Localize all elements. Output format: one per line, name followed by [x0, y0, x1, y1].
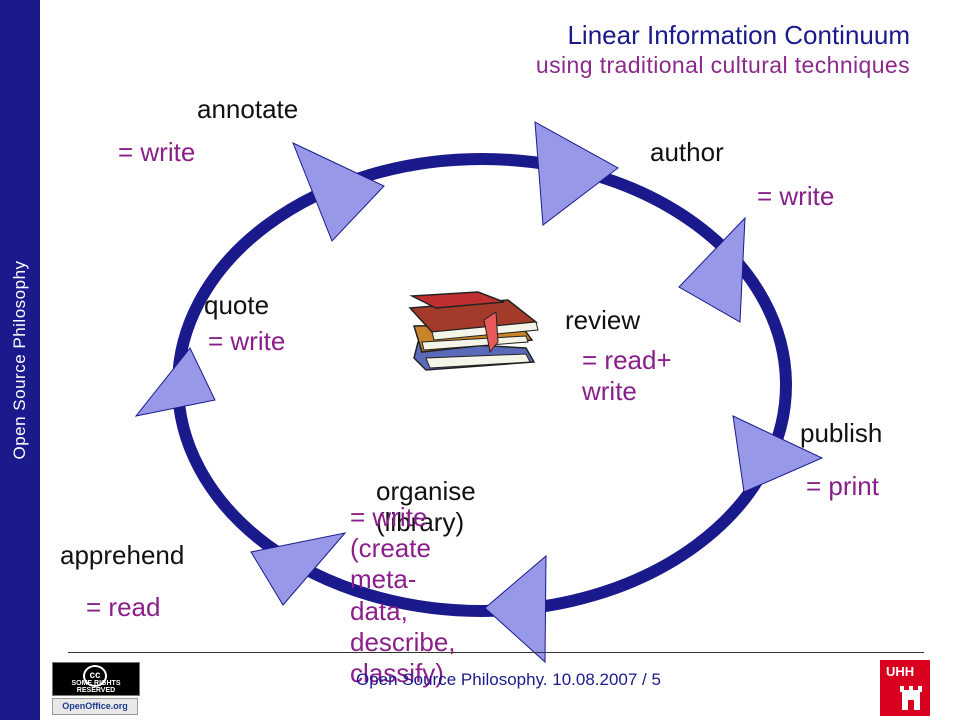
stage-quote-action: = write: [208, 326, 286, 356]
footer-divider: [68, 652, 924, 653]
stage-review-label: review: [565, 305, 641, 335]
creative-commons-logo: cc SOME RIGHTS RESERVED: [52, 662, 140, 696]
arrow-annotate-icon: [292, 142, 385, 242]
cc-icon: cc: [83, 665, 107, 687]
slide-subtitle: using traditional cultural techniques: [535, 52, 910, 78]
stage-annotate-label: annotate: [197, 94, 299, 124]
university-logo-text: UHH: [886, 664, 915, 679]
openoffice-logo: OpenOffice.org: [52, 698, 138, 715]
castle-icon: [900, 686, 922, 710]
stage-publish-label: publish: [800, 418, 883, 448]
arrow-author-right-icon: [678, 216, 746, 323]
stage-author-action: = write: [757, 181, 835, 211]
books-icon: [408, 291, 539, 371]
stage-author-label: author: [650, 137, 724, 167]
cc-badge-text: SOME RIGHTS RESERVED: [71, 680, 121, 694]
stage-publish-action: = print: [806, 471, 879, 501]
arrow-publish-icon: [732, 415, 824, 493]
arrow-apprehend-icon: [250, 532, 347, 606]
stage-annotate-action: = write: [118, 137, 196, 167]
footer-text: Open Source Philosophy. 10.08.2007 / 5: [356, 670, 661, 689]
arrow-quote-icon: [134, 347, 216, 417]
stage-apprehend-label: apprehend: [60, 540, 185, 570]
sidebar: Open Source Philosophy: [0, 0, 40, 720]
stage-apprehend-action: = read: [86, 592, 161, 622]
slide-title: Linear Information Continuum: [567, 20, 910, 50]
stage-organise-label: organise (library): [376, 476, 476, 538]
cycle-ring: [172, 153, 792, 617]
arrow-author-icon: [534, 121, 619, 226]
stage-quote-label: quote: [204, 290, 270, 320]
stage-review-action: = read+ write: [582, 345, 672, 407]
arrow-organise-icon: [484, 554, 547, 664]
university-logo: UHH: [880, 660, 930, 716]
stage-organise-action: = write (create meta-data, describe, cla…: [350, 502, 456, 688]
